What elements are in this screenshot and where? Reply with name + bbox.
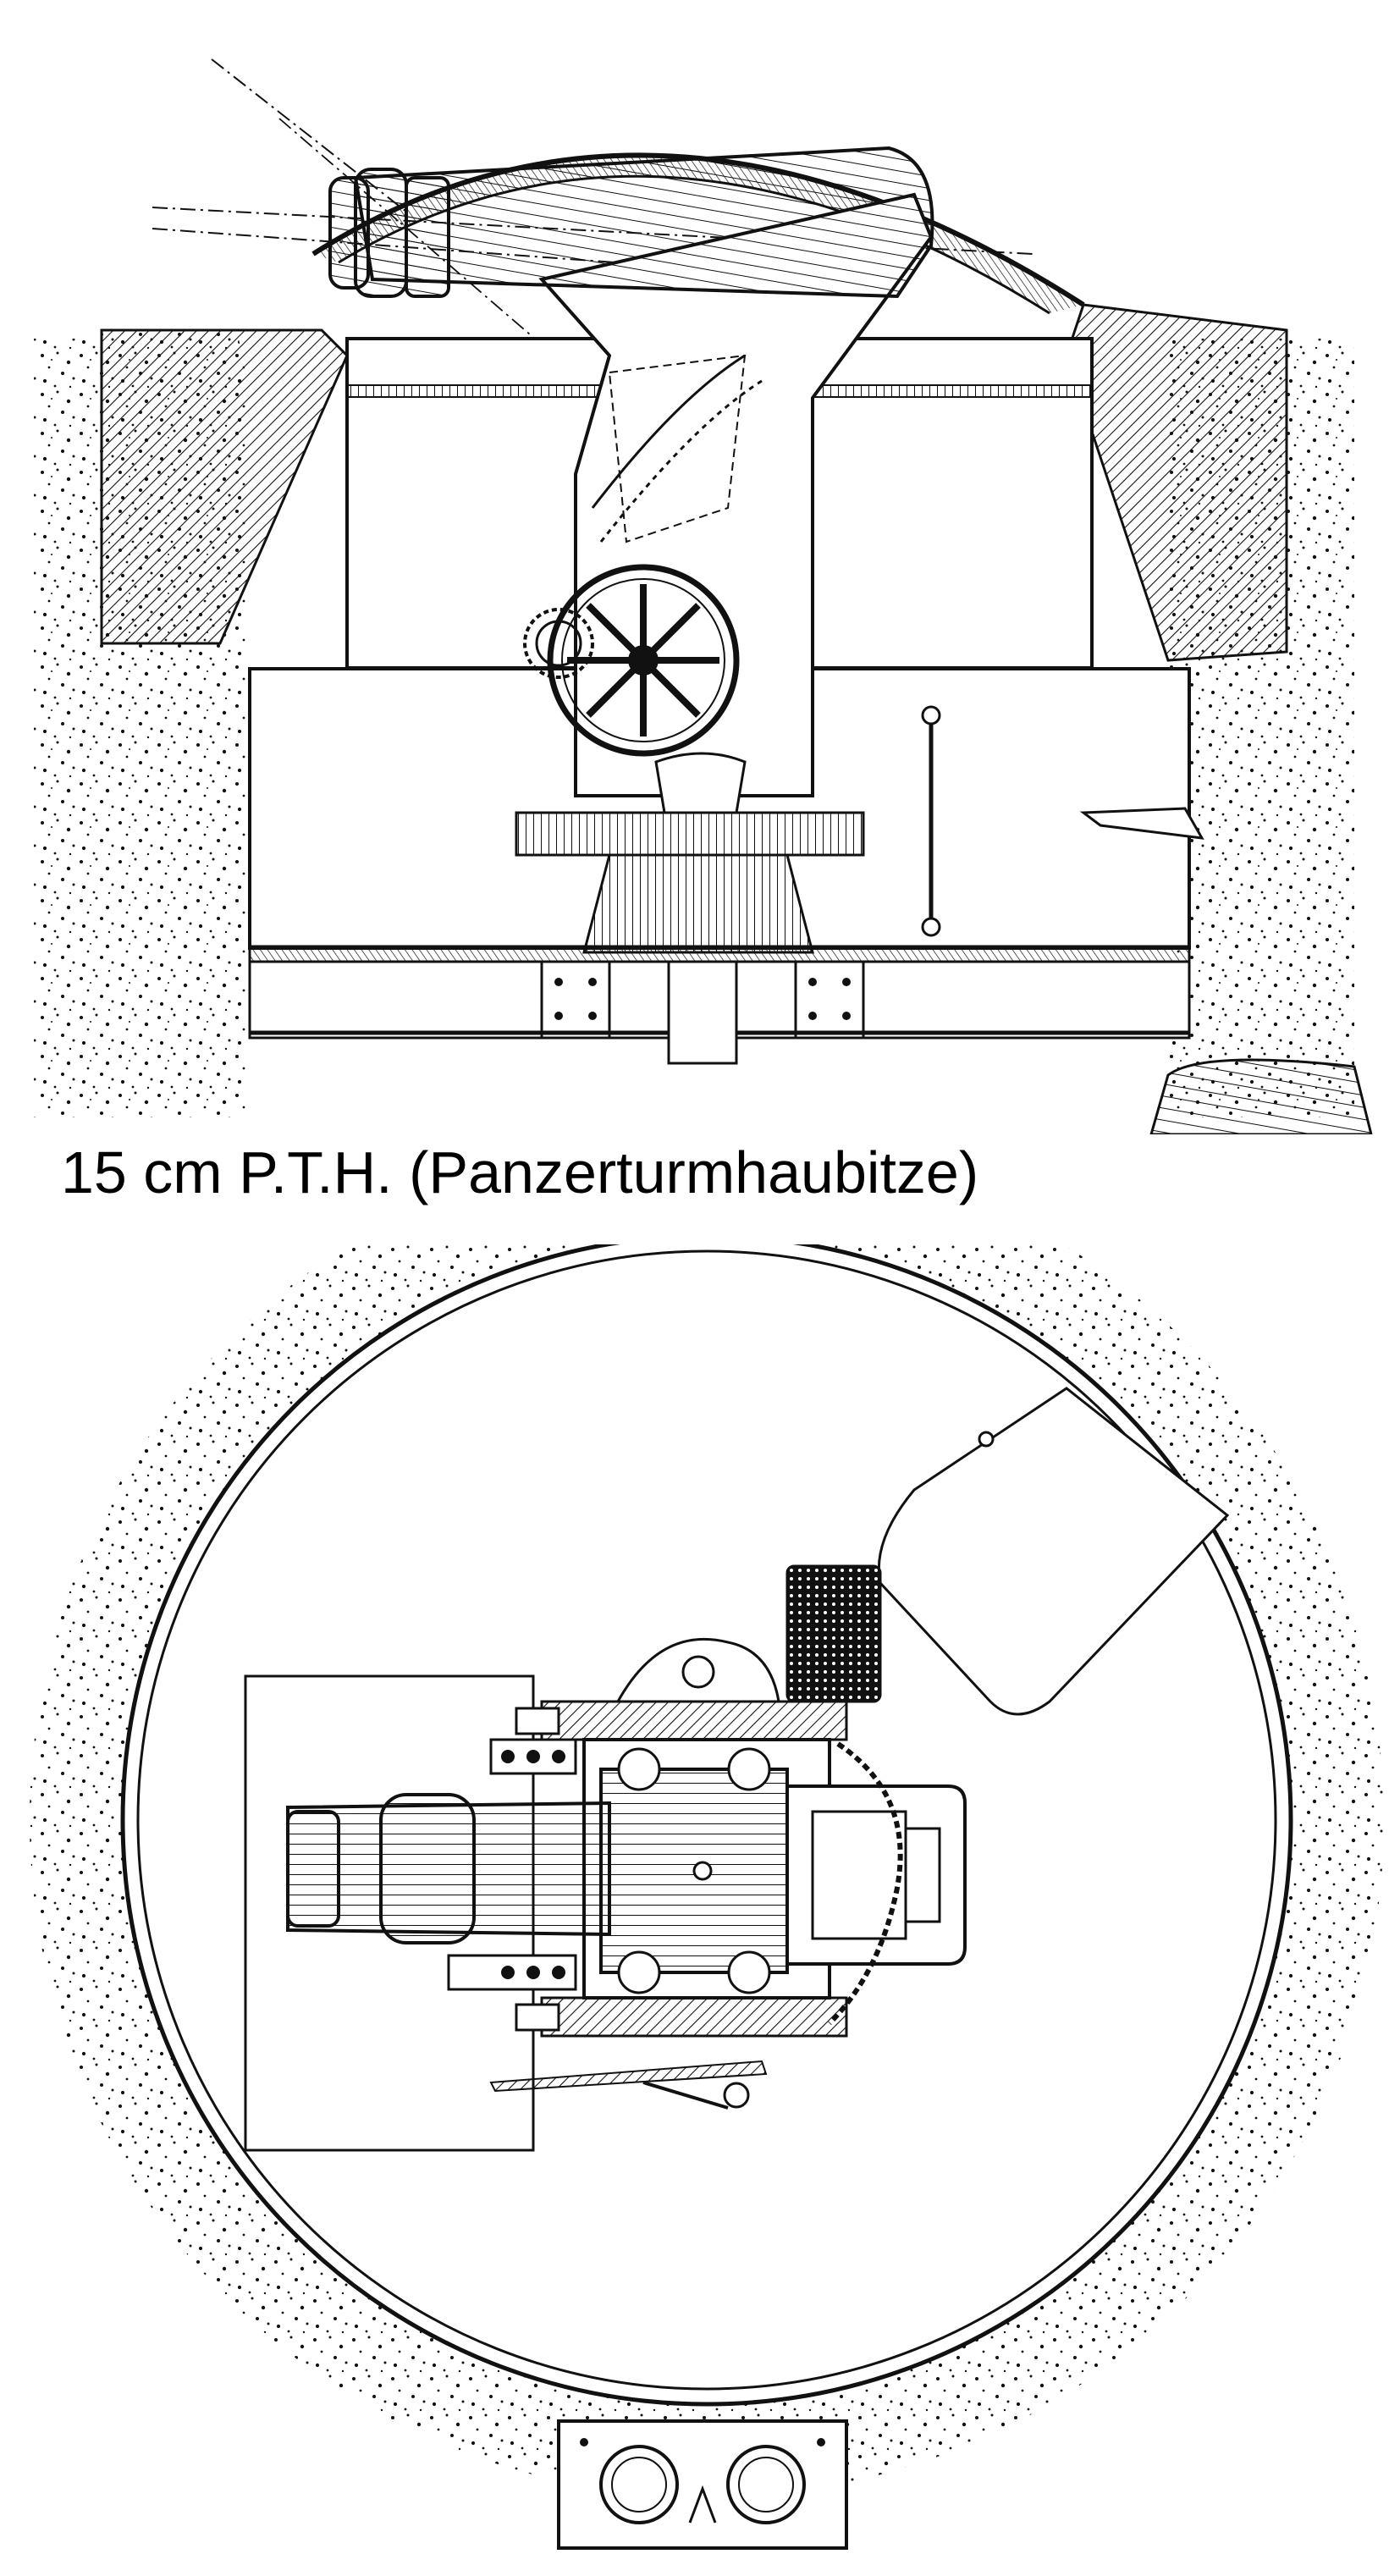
elevation-view <box>0 0 1400 1134</box>
plan-view <box>0 1244 1400 2576</box>
howitzer-turret-plan-drawing-icon <box>30 1244 1384 2550</box>
howitzer-turret-section-drawing-icon <box>34 58 1373 1134</box>
diagram-caption: 15 cm P.T.H. (Panzerturmhaubitze) <box>61 1139 979 1205</box>
